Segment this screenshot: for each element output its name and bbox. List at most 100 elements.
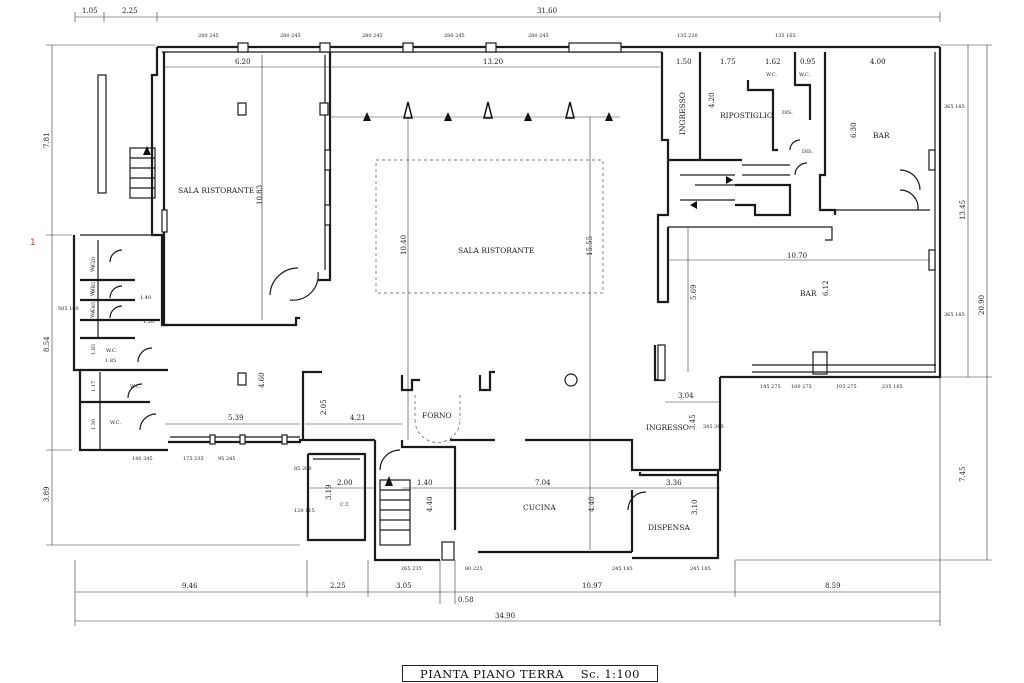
opening-6: 135 220 [677,33,698,39]
label-ct: C.T. [340,502,350,508]
plan-caption: PIANTA PIANO TERRA Sc. 1:100 [402,665,658,682]
dim-w120b: 1.20 [143,319,154,325]
dim-200: 2.00 [337,479,353,487]
dim-bottom-3: 3.05 [396,582,412,590]
opening-2: 280 245 [280,33,301,39]
dim-162: 1.62 [765,58,781,66]
section-mark: 1 [30,238,36,248]
dim-1320: 13.20 [483,58,503,66]
opening-24: 345 300 [703,424,724,430]
dim-left-1: 7.81 [43,132,51,148]
dim-140: 1.40 [417,479,433,487]
dim-bottom-5: 8.59 [825,582,841,590]
interior-walls [80,52,930,562]
opening-7: 135 165 [775,33,796,39]
label-wc-b: W.C. [799,72,811,78]
opening-5: 280 245 [528,33,549,39]
skylight-markers [330,101,620,121]
label-wc-5: W.C. [130,384,142,390]
dim-539: 5.39 [228,414,244,422]
dim-right-3: 7.45 [959,466,967,482]
windows [170,149,936,445]
dim-205: 2.05 [320,399,328,415]
label-dis-a: DIS. [782,110,793,116]
opening-17: 80 225 [465,566,483,572]
interior-dimensions: 6.20 13.20 1.50 1.75 1.62 0.95 4.00 4.20… [91,55,930,550]
opening-19: 245 185 [690,566,711,572]
label-sala-ristorante-2: SALA RISTORANTE [458,246,534,255]
opening-3: 280 245 [362,33,383,39]
outer-walls [72,45,942,560]
dim-bottom-7: 34.90 [495,612,515,620]
dim-620: 6.20 [235,58,251,66]
dim-400: 4.00 [870,58,886,66]
opening-23: 235 185 [882,384,903,390]
right-dimensions: 13.45 20.90 7.45 [735,44,992,561]
opening-12: 175 235 [183,456,204,462]
dim-w140: 1.40 [140,295,151,301]
opening-11: 140 345 [132,456,153,462]
dim-bottom-1: 9.46 [182,582,198,590]
dim-1070: 10.70 [787,252,807,260]
dim-w130: 1.30 [91,419,97,430]
label-ripostiglio: RIPOSTIGLIO [720,111,773,120]
dim-345: 3.45 [689,414,697,430]
caption-title: PIANTA PIANO TERRA [420,667,565,681]
label-wc-1: W.C. [90,260,96,272]
label-wc-2: W.C. [90,284,96,296]
opening-22: 105 275 [836,384,857,390]
dim-440-a: 4.40 [426,496,434,512]
dim-095: 0.95 [800,58,816,66]
dim-1040: 10.40 [400,235,408,255]
dim-top-2: 2.25 [122,7,138,15]
dim-bottom-2: 2.25 [330,582,346,590]
dim-w085a: 0.85 [91,282,97,293]
label-wc-6: W.C. [110,420,122,426]
dim-left-2: 8.54 [43,336,51,352]
label-bar-top: BAR [873,131,890,140]
caption-scale: Sc. 1:100 [580,667,640,681]
dim-612: 6.12 [822,280,830,296]
dim-704: 7.04 [535,479,551,487]
dim-460: 4.60 [258,372,266,388]
dim-319: 3.19 [325,484,333,500]
dim-440-b: 4.40 [588,496,596,512]
label-forno: FORNO [422,411,452,420]
dim-w120: 1.20 [91,257,97,268]
opening-14: 85 200 [294,466,312,472]
label-ingresso-bottom: INGRESSO [646,423,689,432]
dim-630: 6.30 [850,122,858,138]
dim-top-3: 31.60 [537,7,557,15]
label-sala-ristorante-1: SALA RISTORANTE [178,186,254,195]
columns [161,42,828,387]
stair-right [680,164,790,209]
label-wc-3: W.C. [90,306,96,318]
opening-8: 365 185 [944,104,965,110]
opening-annotations: 280 245 280 245 280 245 280 245 280 245 … [58,33,965,572]
opening-9: 365 185 [944,312,965,318]
dim-310: 3.10 [691,499,699,515]
label-bar-mid: BAR [800,289,817,298]
opening-13: 95 245 [218,456,236,462]
opening-15: 120 115 [294,508,315,514]
dim-1555: 15.55 [586,236,594,256]
dim-150: 1.50 [676,58,692,66]
stair-upper-left [97,74,156,199]
stair-lower [379,476,411,546]
label-ingresso-top: INGRESSO [678,92,687,135]
dim-w185b: 1.85 [105,358,116,364]
opening-21: 100 275 [791,384,812,390]
dim-bottom-6: 0.58 [458,596,474,604]
opening-10: 505 100 [58,306,79,312]
dim-w085b: 0.85 [91,302,97,313]
room-labels: SALA RISTORANTE SALA RISTORANTE INGRESSO… [90,72,890,532]
opening-16: 265 235 [401,566,422,572]
label-cucina: CUCINA [523,503,556,512]
top-dimensions: 1.05 2.25 31.60 [74,7,941,22]
label-wc-4: W.C. [106,348,118,354]
opening-1: 280 245 [198,33,219,39]
dim-1083: 10.83 [256,185,264,205]
dim-right-1: 13.45 [959,200,967,220]
dim-bottom-4: 10.97 [582,582,602,590]
